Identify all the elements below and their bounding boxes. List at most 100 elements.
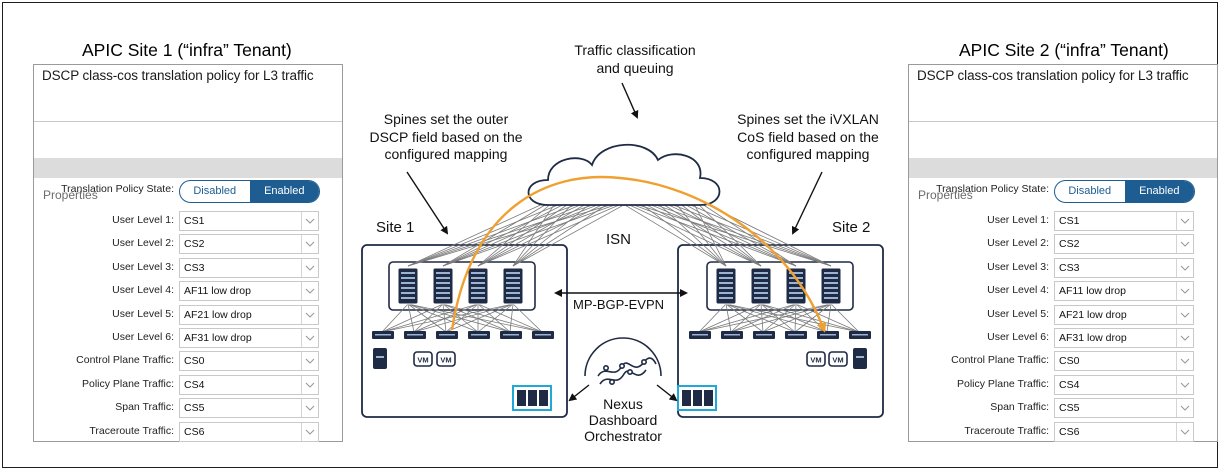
setting-row: Policy Plane Traffic: CS4 (34, 374, 342, 395)
svg-text:VM: VM (810, 356, 821, 365)
setting-row: User Level 1: CS1 (34, 211, 342, 231)
leaf-switch-icon (785, 331, 807, 339)
leaf-switch-icon (721, 331, 743, 339)
chevron-down-icon[interactable] (1176, 258, 1193, 277)
setting-value: CS3 (184, 261, 205, 274)
setting-label: Policy Plane Traffic: (81, 377, 174, 390)
setting-label: Traceroute Traffic: (89, 424, 174, 437)
vm-icon: VM (413, 351, 433, 367)
chevron-down-icon[interactable] (1176, 422, 1193, 441)
setting-select[interactable]: CS5 (1054, 398, 1194, 419)
setting-label: User Level 2: (987, 237, 1049, 250)
setting-select[interactable]: CS1 (1054, 211, 1194, 231)
chevron-down-icon[interactable] (1176, 375, 1193, 394)
setting-row: Traceroute Traffic:CS6 (909, 421, 1217, 442)
chevron-down-icon[interactable] (1176, 305, 1193, 324)
toggle-enabled-option[interactable]: Enabled (1124, 181, 1194, 202)
setting-row: User Level 2:CS2 (34, 234, 342, 255)
ndo-line: Orchestrator (584, 428, 662, 444)
chevron-down-icon[interactable] (301, 235, 318, 254)
vm-icon: VM (436, 351, 456, 367)
panel-header-bar (909, 158, 1217, 178)
chevron-down-icon[interactable] (1176, 352, 1193, 371)
vm-icon: VM (828, 351, 848, 367)
toggle-enabled-option[interactable]: Enabled (249, 181, 319, 202)
setting-select[interactable]: AF21 low drop (179, 304, 319, 325)
setting-select[interactable]: CS3 (179, 257, 319, 278)
chevron-down-icon[interactable] (1176, 329, 1193, 347)
setting-select[interactable]: CS2 (1054, 234, 1194, 255)
setting-value: CS3 (1059, 261, 1080, 274)
leaf-switch-icon (500, 331, 522, 339)
chevron-down-icon[interactable] (301, 305, 318, 324)
translation-state-toggle[interactable]: Disabled Enabled (179, 180, 320, 203)
spine-switch-icon (715, 267, 737, 305)
divider (909, 121, 1217, 122)
setting-value: AF21 low drop (184, 308, 252, 321)
setting-row: User Level 2: CS2 (909, 234, 1217, 255)
chevron-down-icon[interactable] (1176, 212, 1193, 230)
site1-policy-panel: DSCP class-cos translation policy for L3… (33, 64, 343, 442)
site2-policy-panel: DSCP class-cos translation policy for L3… (908, 64, 1218, 442)
spine-switch-icon (432, 267, 454, 305)
setting-value: CS4 (184, 378, 205, 391)
note-line: Spines set the outer (383, 111, 509, 127)
leaf-switch-icon (532, 331, 554, 339)
setting-select[interactable]: CS5 (179, 398, 319, 419)
note-line: DSCP field based on the (369, 128, 523, 145)
chevron-down-icon[interactable] (301, 352, 318, 371)
setting-select[interactable]: AF21 low drop (1054, 304, 1194, 325)
setting-value: CS2 (184, 238, 205, 251)
svg-text:VM: VM (440, 356, 451, 365)
nexus-dashboard-orchestrator-icon (584, 337, 662, 385)
setting-row: Span Traffic:CS5 (34, 398, 342, 419)
chevron-down-icon[interactable] (1176, 235, 1193, 254)
setting-value: CS6 (184, 425, 205, 438)
setting-select[interactable]: CS0 (1054, 351, 1194, 372)
setting-label: User Level 6: (112, 331, 174, 343)
setting-select[interactable]: AF11 low drop (179, 281, 319, 302)
setting-select[interactable]: CS6 (179, 421, 319, 442)
setting-select[interactable]: CS0 (179, 351, 319, 372)
divider (34, 121, 342, 122)
panel-header-bar (34, 158, 342, 178)
setting-row: User Level 6:AF31 low drop (909, 328, 1217, 348)
setting-label: User Level 1: (112, 214, 174, 226)
chevron-down-icon[interactable] (1176, 282, 1193, 301)
toggle-disabled-option[interactable]: Disabled (193, 185, 237, 197)
setting-row: User Level 4:AF11 low drop (909, 281, 1217, 302)
setting-select[interactable]: CS3 (1054, 257, 1194, 278)
chevron-down-icon[interactable] (301, 329, 318, 347)
setting-select[interactable]: AF31 low drop (1054, 328, 1194, 348)
chevron-down-icon[interactable] (1176, 399, 1193, 418)
setting-select[interactable]: AF31 low drop (179, 328, 319, 348)
chevron-down-icon[interactable] (301, 212, 318, 230)
setting-value: CS2 (1059, 238, 1080, 251)
vm-icon: VM (806, 351, 826, 367)
leaf-switch-icon (817, 331, 839, 339)
leaf-switch-icon (468, 331, 490, 339)
toggle-disabled-option[interactable]: Disabled (1068, 185, 1112, 197)
translation-state-toggle[interactable]: Disabled Enabled (1054, 180, 1195, 203)
chevron-down-icon[interactable] (301, 399, 318, 418)
chevron-down-icon[interactable] (301, 375, 318, 394)
translation-state-label: Translation Policy State: (61, 183, 174, 195)
chevron-down-icon[interactable] (301, 422, 318, 441)
setting-label: Span Traffic: (990, 401, 1049, 414)
setting-select[interactable]: AF11 low drop (1054, 281, 1194, 302)
setting-select[interactable]: CS6 (1054, 421, 1194, 442)
chevron-down-icon[interactable] (301, 258, 318, 277)
setting-select[interactable]: CS4 (179, 374, 319, 395)
spine-switch-icon (750, 267, 772, 305)
setting-label: Control Plane Traffic: (951, 354, 1049, 367)
setting-select[interactable]: CS1 (179, 211, 319, 231)
isn-label: ISN (606, 231, 632, 248)
site1-title: APIC Site 1 (“infra” Tenant) (82, 40, 292, 60)
setting-select[interactable]: CS2 (179, 234, 319, 255)
traffic-classification-note: Traffic classification and queuing (560, 42, 710, 77)
setting-value: CS0 (184, 355, 205, 368)
setting-select[interactable]: CS4 (1054, 374, 1194, 395)
chevron-down-icon[interactable] (301, 282, 318, 301)
setting-row: Control Plane Traffic: CS0 (909, 351, 1217, 372)
